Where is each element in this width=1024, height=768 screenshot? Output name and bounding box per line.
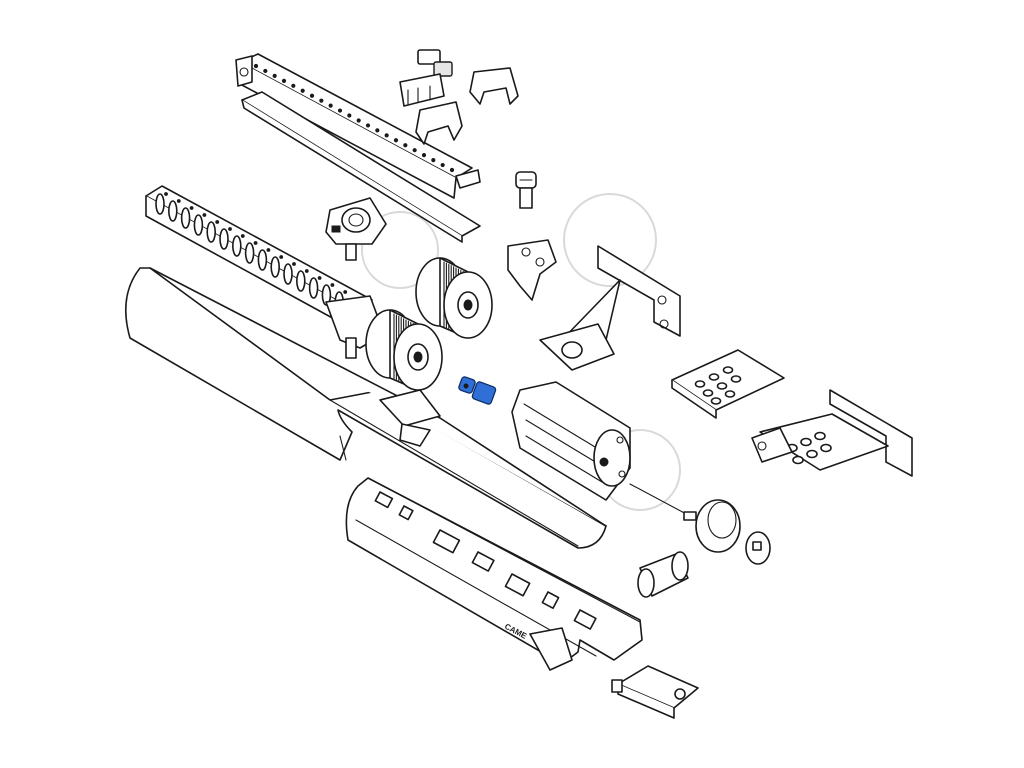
board-component	[374, 491, 394, 509]
pinion-support-bracket	[325, 197, 387, 261]
bracket-hole	[806, 449, 818, 459]
perforated-plate	[671, 349, 785, 419]
rail-hole	[253, 63, 259, 69]
plate-hole	[730, 375, 742, 383]
screw-ring	[257, 249, 268, 271]
screw-ring	[283, 263, 293, 285]
rail-hole	[309, 93, 315, 98]
rail-hole	[291, 83, 296, 88]
rail-hole	[421, 153, 427, 158]
screw-ring	[244, 242, 255, 264]
upper-cover-housing	[124, 267, 607, 549]
plate-hole	[722, 366, 734, 374]
board-component	[504, 573, 531, 597]
rail-hole	[449, 167, 455, 173]
release-key	[515, 171, 537, 209]
screw-ring	[219, 228, 229, 250]
screw-ring	[180, 207, 191, 229]
bracket-hole	[814, 431, 826, 441]
screw-ring	[308, 277, 319, 299]
screw-ring	[232, 235, 242, 257]
rail-hole	[440, 162, 445, 168]
limit-switch-plate	[611, 665, 699, 719]
screw-hole	[176, 199, 181, 203]
screw-hole	[317, 276, 322, 280]
rail-hole	[393, 138, 399, 143]
screw-hole	[240, 234, 245, 238]
plate-hole	[694, 380, 706, 388]
flat-guide-rail	[241, 91, 481, 243]
drum-bore	[463, 299, 473, 311]
gear-mount-bracket	[507, 239, 557, 301]
watermark-logo	[361, 193, 681, 511]
screw-ring	[193, 214, 204, 236]
highlighted-coupling-part	[458, 376, 497, 405]
drive-gear-drums	[365, 257, 493, 391]
rail-hole	[337, 108, 343, 113]
screw-hole	[215, 220, 220, 224]
plate-hole	[710, 397, 722, 405]
front-mounting-bracket	[751, 389, 913, 477]
bracket-hole	[792, 455, 804, 465]
rail-hole	[272, 73, 277, 79]
screw-hole	[228, 227, 232, 231]
lower-base-housing: CAME	[345, 477, 643, 671]
screw-hole	[253, 241, 258, 245]
screw-ring	[168, 200, 178, 222]
board-component	[398, 505, 414, 521]
drum-bore	[413, 351, 423, 363]
screw-hole	[292, 262, 296, 266]
upper-perforated-rail	[235, 53, 473, 199]
rail-hole	[431, 157, 436, 163]
rail-hole	[300, 88, 305, 93]
rail-hole	[319, 98, 324, 103]
plate-hole	[716, 382, 728, 390]
screw-ring	[270, 256, 281, 278]
rail-hole	[365, 123, 371, 128]
board-component	[541, 591, 560, 610]
board-component	[471, 551, 495, 572]
rail-hole	[356, 118, 361, 123]
screw-hole	[343, 290, 348, 294]
round-washer	[745, 531, 771, 565]
rail-hole	[403, 143, 408, 148]
capacitor	[637, 551, 689, 598]
rear-mounting-bracket	[539, 245, 681, 371]
encoder-disc	[629, 483, 741, 553]
screw-hole	[330, 283, 335, 287]
plate-hole	[702, 389, 714, 397]
board-component	[432, 529, 461, 554]
rail-hole	[328, 103, 333, 108]
electric-motor	[511, 381, 631, 501]
rail-hole	[384, 133, 389, 138]
screw-hole	[304, 269, 309, 273]
screw-hole	[266, 248, 271, 252]
plate-hole	[708, 373, 720, 381]
screw-hole	[202, 213, 207, 217]
plate-hole	[724, 390, 736, 398]
screw-ring	[295, 270, 306, 292]
screw-hole	[189, 206, 194, 210]
screw-hole	[279, 255, 284, 259]
screw-ring	[206, 221, 216, 243]
rail-hole	[375, 128, 380, 133]
rail-hole	[347, 113, 352, 118]
worm-screw-assembly	[145, 185, 385, 359]
screw-hole	[164, 192, 168, 196]
screw-ring	[155, 193, 165, 215]
bracket-hole	[820, 443, 832, 453]
rail-hole	[412, 148, 417, 153]
rail-hole	[281, 78, 287, 83]
board-component	[573, 609, 597, 630]
limit-switch-clips	[399, 49, 519, 145]
bracket-hole	[800, 437, 812, 447]
rail-hole	[263, 68, 268, 74]
